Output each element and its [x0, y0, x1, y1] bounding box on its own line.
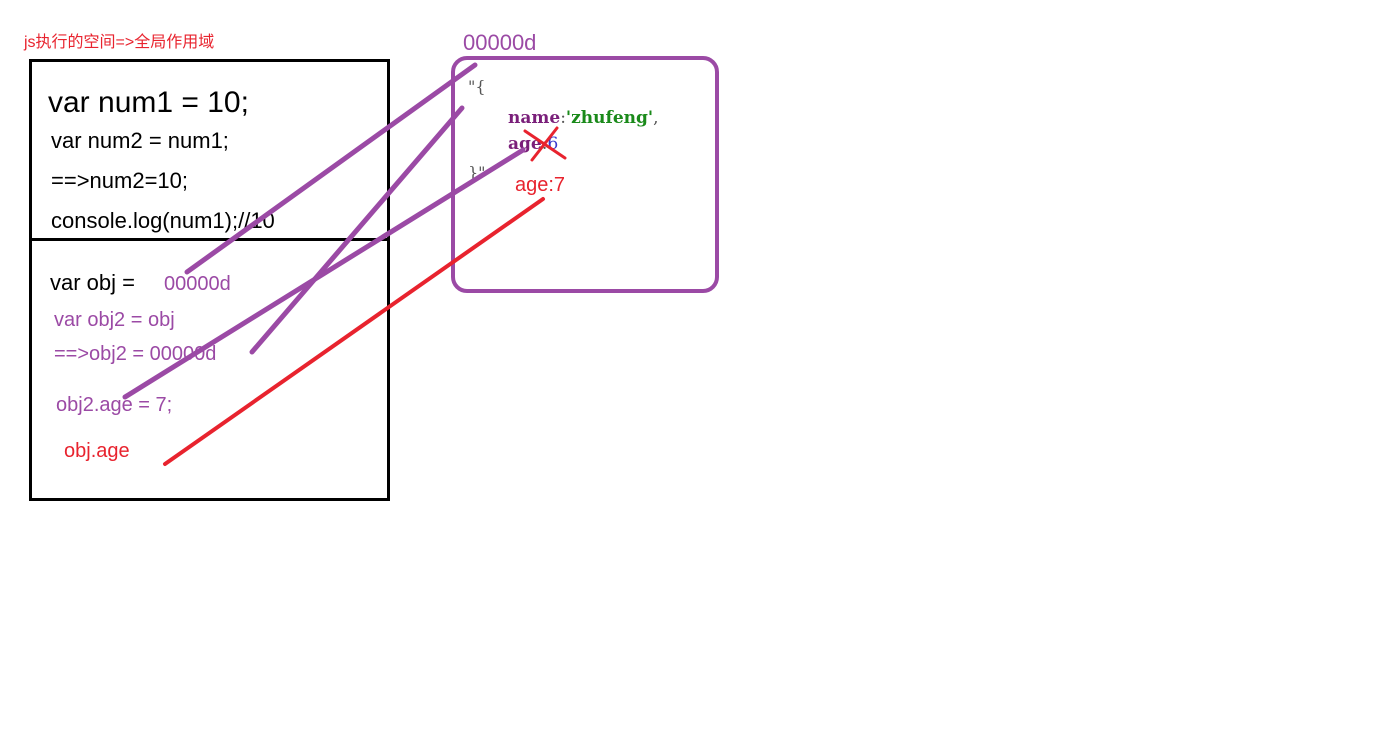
code-line-obj2: var obj2 = obj	[54, 309, 175, 331]
code-line-num1: var num1 = 10;	[48, 86, 249, 119]
heap-address: 00000d	[463, 30, 537, 55]
obj-reference-line	[184, 62, 478, 275]
obj-address: 00000d	[164, 273, 231, 295]
obj2-reference-line	[249, 105, 465, 355]
heap-open-brace: "{	[468, 77, 486, 96]
obj2-age-update-line	[122, 147, 526, 400]
code-line-console-log: console.log(num1);//10	[51, 208, 275, 233]
heap-name-value: 'zhufeng'	[565, 108, 654, 128]
heap-age-key: age	[508, 134, 542, 154]
code-line-obj2-age: obj2.age = 7;	[56, 394, 173, 416]
scope-divider	[29, 238, 387, 241]
heap-name-entry: name:'zhufeng',	[508, 108, 659, 128]
scope-title: js执行的空间=>全局作用域	[24, 34, 215, 51]
global-scope-box	[29, 59, 390, 501]
obj-age-read-line	[163, 197, 545, 466]
heap-age-old-value: 6	[547, 134, 559, 154]
age-strike-line-b	[530, 126, 559, 162]
heap-name-colon: :	[560, 108, 566, 128]
heap-object-box	[451, 56, 719, 293]
code-line-num2-resolved: ==>num2=10;	[51, 168, 189, 193]
heap-name-comma: ,	[653, 108, 659, 128]
heap-name-key: name	[508, 108, 561, 128]
heap-age-new: age:7	[515, 174, 566, 196]
code-line-obj-age: obj.age	[64, 440, 130, 462]
code-line-obj2-resolved: ==>obj2 = 00000d	[54, 343, 217, 365]
code-line-num2: var num2 = num1;	[51, 128, 229, 153]
code-line-obj: var obj =	[50, 270, 135, 295]
